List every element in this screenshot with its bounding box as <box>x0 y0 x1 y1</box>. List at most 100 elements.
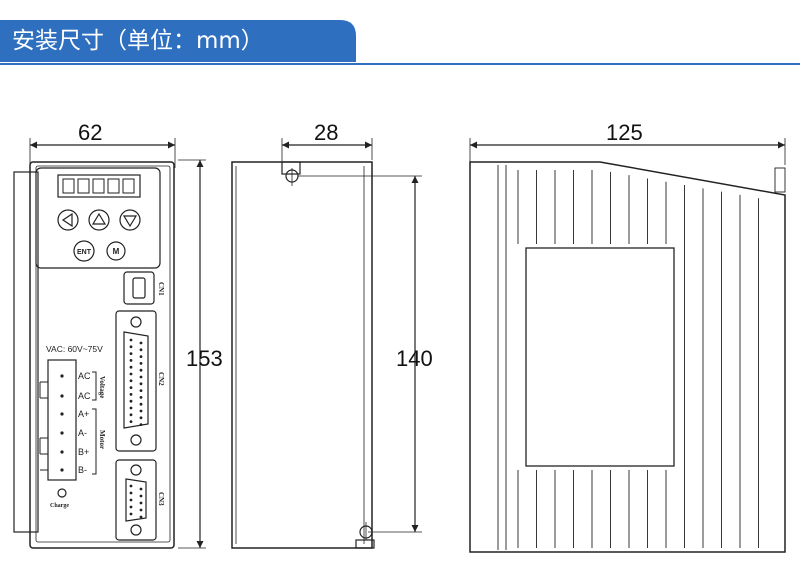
front-height-dim: 153 <box>186 346 223 371</box>
connector-pin <box>139 487 143 491</box>
connector-pin <box>129 352 133 355</box>
voltage-label: Voltage <box>98 376 106 398</box>
terminal-label-bminus: B- <box>78 465 87 475</box>
heatsink-outline <box>469 161 786 553</box>
cn1-socket <box>132 277 146 299</box>
connector-pin <box>139 341 143 345</box>
left-arrow-icon <box>61 212 73 228</box>
terminal-block <box>47 359 77 481</box>
connector-pin <box>129 338 133 342</box>
front-view <box>13 138 206 549</box>
charge-label: Charge <box>50 503 69 509</box>
down-button[interactable] <box>119 209 141 231</box>
cn3-port <box>115 459 157 541</box>
motor-label: Motor <box>98 430 106 449</box>
connector-pin <box>139 515 143 519</box>
connector-pin <box>129 406 133 410</box>
cn3-shell <box>125 478 147 522</box>
connector-pin <box>129 379 133 383</box>
mode-button-label: M <box>113 247 120 256</box>
connector-pin <box>129 393 133 396</box>
cn1-label: CN1 <box>157 282 165 296</box>
title-banner-shape <box>0 20 356 62</box>
connector-pin <box>129 372 133 376</box>
cn3-screw-top <box>130 464 142 476</box>
top-width-dim: 125 <box>606 120 643 145</box>
terminal-label-aplus: A+ <box>78 409 89 419</box>
connector-pin <box>139 355 143 358</box>
cn2-screw-bottom <box>130 434 142 446</box>
terminal-label-bplus: B+ <box>78 447 89 457</box>
terminal-label-ac1: AC <box>78 371 91 381</box>
connector-pin <box>139 409 143 413</box>
connector-pin <box>139 423 143 426</box>
connector-pin <box>139 501 143 505</box>
enter-button-label: ENT <box>77 249 92 256</box>
connector-pin <box>129 386 133 389</box>
connector-pin <box>139 396 143 399</box>
connector-pin <box>139 368 143 372</box>
connector-pin <box>129 365 133 369</box>
connector-pin <box>139 402 143 406</box>
led-display <box>57 174 141 198</box>
connector-pin <box>139 348 143 352</box>
connector-pin <box>139 508 143 512</box>
connector-pin <box>129 505 133 509</box>
up-arrow-icon <box>91 212 107 225</box>
left-button[interactable] <box>57 209 79 231</box>
cn2-shell <box>123 331 149 429</box>
terminal-label-aminus: A- <box>78 428 87 438</box>
connector-pin <box>139 382 143 386</box>
title-banner: 安装尺寸（单位：mm） <box>0 20 356 62</box>
top-view <box>469 138 786 553</box>
keypad-panel <box>35 167 161 269</box>
terminal-pins <box>60 374 64 472</box>
connector-pin <box>129 512 133 516</box>
side-view <box>231 138 422 549</box>
connector-pin <box>129 399 133 403</box>
vac-label: VAC: 60V~75V <box>46 344 103 354</box>
heatsink-fins <box>517 170 759 548</box>
connector-pin <box>139 375 143 379</box>
charge-led <box>57 488 67 498</box>
connector-pin <box>139 416 143 420</box>
side-top-ear <box>281 161 301 175</box>
connector-pin <box>139 494 143 498</box>
side-bottom-ear <box>355 539 375 549</box>
enter-button[interactable] <box>73 240 95 262</box>
connector-pin <box>139 389 143 392</box>
cn3-pins <box>129 484 143 519</box>
led-digits <box>62 178 135 194</box>
connector-pin <box>129 345 133 349</box>
cn2-label: CN2 <box>157 372 165 386</box>
connector-pin <box>129 498 133 502</box>
cn1-port <box>123 271 155 305</box>
front-panel <box>35 165 171 543</box>
mode-button[interactable] <box>106 241 126 261</box>
voltage-bracket <box>92 371 97 401</box>
title-underline <box>0 63 800 65</box>
up-button[interactable] <box>88 209 110 231</box>
terminal-clips <box>39 381 48 471</box>
connector-pin <box>129 420 133 423</box>
connector-pin <box>129 491 133 495</box>
motor-bracket <box>92 408 97 475</box>
cn2-port <box>115 310 157 452</box>
cn2-screw-top <box>130 316 142 328</box>
cn3-screw-bottom <box>130 524 142 536</box>
side-width-dim: 28 <box>314 120 338 145</box>
down-arrow-icon <box>122 215 138 228</box>
connector-pin <box>129 484 133 488</box>
cn2-pins <box>129 338 143 426</box>
heatsink-label-area <box>525 247 675 467</box>
cn3-label: CN3 <box>157 492 165 506</box>
connector-pin <box>139 362 143 365</box>
page-title: 安装尺寸（单位：mm） <box>12 28 264 54</box>
side-housing <box>231 161 373 549</box>
terminal-label-ac2: AC <box>78 391 91 401</box>
connector-pin <box>129 413 133 417</box>
side-height-dim: 140 <box>396 346 433 371</box>
connector-pin <box>129 359 133 362</box>
front-back-plate <box>13 171 39 533</box>
